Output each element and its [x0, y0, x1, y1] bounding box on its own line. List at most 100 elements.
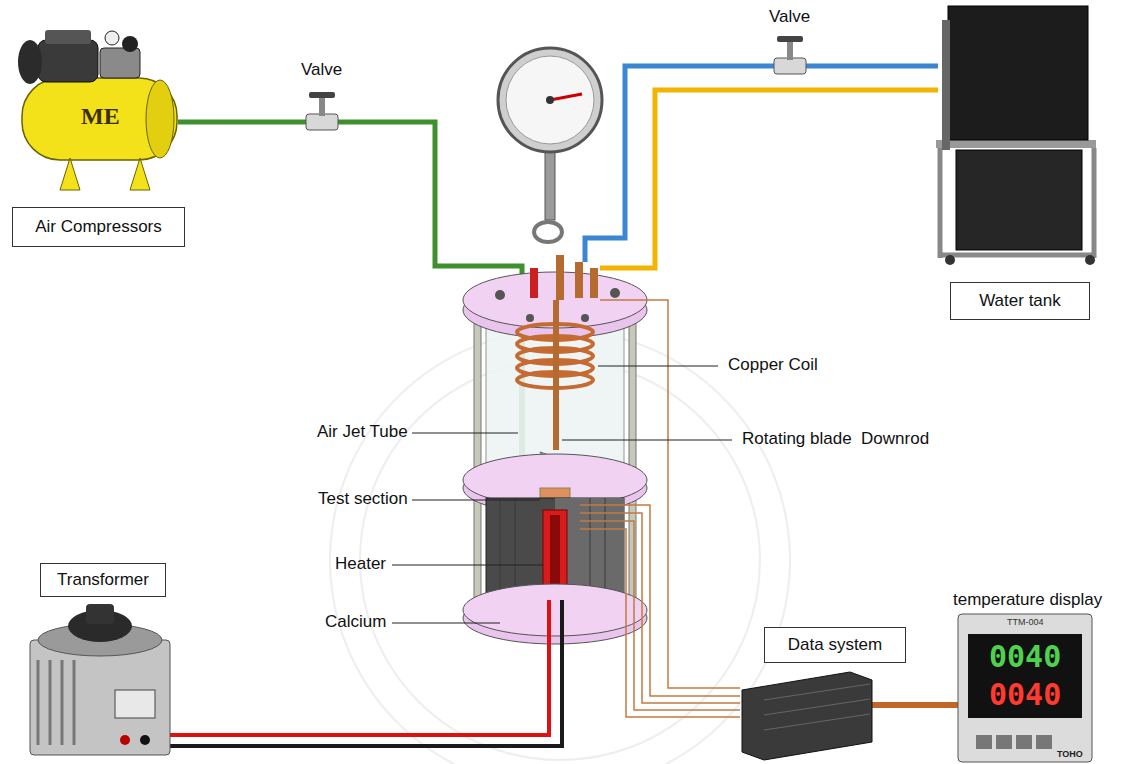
- illustration-circle: [105, 31, 119, 45]
- illustration-path: [165, 600, 562, 746]
- illustration-path: [580, 513, 740, 703]
- illustration-rect: [115, 690, 155, 718]
- illustration-rect: [936, 140, 1096, 148]
- part-label: Air Jet Tube: [317, 422, 408, 442]
- illustration-rect: [45, 30, 91, 44]
- part-label: Rotating blade Downrod: [742, 429, 929, 449]
- illustration-ellipse: [18, 40, 42, 84]
- illustration-path: [392, 622, 500, 623]
- data-acquisition-unit: [742, 672, 872, 760]
- illustration-circle: [1085, 255, 1095, 265]
- illustration-path: [178, 122, 522, 300]
- illustration-g: [976, 735, 1052, 749]
- display-digits: 0040: [989, 678, 1061, 713]
- illustration-rect: [968, 634, 1082, 718]
- illustration-rect: [86, 604, 114, 624]
- temperature-display: [958, 614, 1092, 762]
- illustration-circle: [120, 735, 130, 745]
- illustration-path: [742, 672, 872, 760]
- illustration-rect: [1036, 735, 1052, 749]
- illustration-rect: [948, 6, 1088, 140]
- illustration-rect: [474, 295, 481, 615]
- illustration-rect: [550, 515, 560, 595]
- illustration-circle: [526, 314, 534, 322]
- box-label: Data system: [788, 635, 882, 655]
- label-box: Data system: [764, 627, 906, 663]
- illustration-path: [764, 684, 870, 730]
- illustration-rect: [958, 614, 1092, 762]
- model-label: TTM-004: [1007, 617, 1044, 627]
- illustration-circle: [610, 288, 620, 298]
- part-label: temperature display: [953, 590, 1102, 610]
- illustration-circle: [506, 56, 594, 144]
- illustration-path: [600, 90, 938, 268]
- pressure-gauge: [498, 48, 602, 242]
- valve-symbol: [774, 36, 806, 74]
- illustration-rect: [976, 735, 992, 749]
- illustration-rect: [540, 488, 570, 498]
- illustration-rect: [590, 268, 598, 298]
- part-label: Heater: [335, 554, 386, 574]
- illustration-rect: [575, 262, 583, 298]
- illustration-circle: [122, 36, 138, 52]
- illustration-rect: [777, 36, 803, 42]
- box-label: Air Compressors: [35, 217, 162, 237]
- illustration-rect: [22, 78, 177, 160]
- illustration-rect: [553, 300, 559, 450]
- illustration-path: [580, 521, 740, 710]
- label-box: Transformer: [40, 563, 166, 597]
- illustration-rect: [556, 255, 564, 300]
- illustration-rect: [774, 58, 806, 74]
- illustration-rect: [629, 295, 636, 615]
- illustration-path: [412, 432, 518, 433]
- illustration-path: [868, 702, 958, 708]
- illustration-circle: [546, 96, 554, 104]
- box-label: Water tank: [979, 291, 1061, 311]
- illustration-path: [550, 94, 582, 100]
- illustration-rect: [1016, 735, 1032, 749]
- illustration-circle: [495, 290, 505, 300]
- illustration-path: [38, 660, 74, 745]
- illustration-rect: [787, 40, 793, 60]
- illustration-rect: [309, 92, 335, 98]
- illustration-ellipse: [534, 222, 562, 242]
- illustration-path: [412, 499, 540, 500]
- part-label: Calcium: [325, 612, 386, 632]
- illustration-path: [598, 365, 718, 366]
- illustration-circle: [581, 314, 589, 322]
- illustration-rect: [956, 150, 1082, 250]
- part-label: Copper Coil: [728, 355, 818, 375]
- illustration-path: [580, 529, 740, 717]
- transformer: [30, 604, 170, 755]
- illustration-path: [600, 300, 740, 688]
- valve-symbol: [306, 92, 338, 130]
- illustration-g: [580, 300, 740, 717]
- brand-mark: TOHO: [1057, 749, 1083, 759]
- part-label: Valve: [301, 60, 342, 80]
- illustration-ellipse: [146, 80, 174, 158]
- illustration-rect: [530, 268, 538, 298]
- illustration-rect: [319, 96, 325, 116]
- illustration-g: [392, 366, 732, 623]
- illustration-path: [580, 505, 740, 696]
- illustration-circle: [140, 735, 150, 745]
- part-label: Valve: [769, 7, 810, 27]
- illustration-path: [60, 158, 150, 190]
- illustration-rect: [30, 640, 170, 755]
- illustration-path: [585, 66, 938, 262]
- air-compressor: [18, 30, 177, 190]
- label-box: Water tank: [950, 282, 1090, 320]
- box-label: Transformer: [57, 570, 149, 590]
- illustration-rect: [100, 48, 140, 78]
- illustration-ellipse: [463, 584, 647, 636]
- illustration-rect: [942, 20, 950, 150]
- illustration-path: [392, 564, 543, 565]
- illustration-path: [165, 600, 549, 735]
- illustration-rect: [306, 114, 338, 130]
- brand-mark: ME: [81, 103, 120, 131]
- part-label: Test section: [318, 489, 408, 509]
- label-box: Air Compressors: [12, 207, 185, 247]
- illustration-circle: [498, 48, 602, 152]
